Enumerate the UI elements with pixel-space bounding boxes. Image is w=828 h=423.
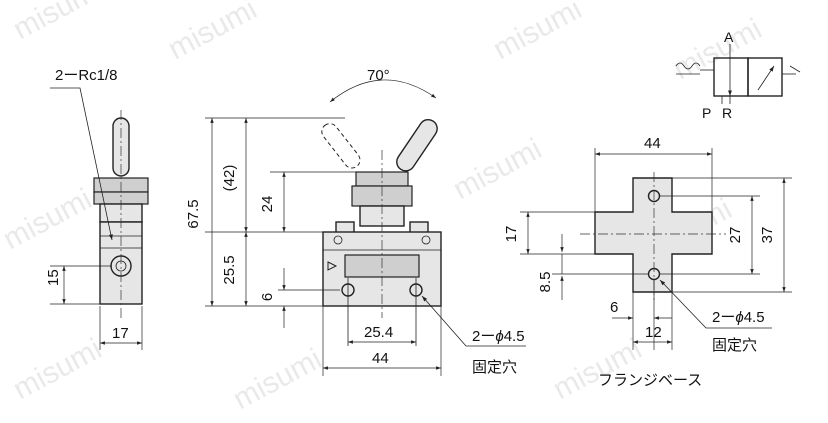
watermark-text: misumi <box>488 0 587 66</box>
dim-67-5: 67.5 <box>185 199 202 228</box>
dim-25-4: 25.4 <box>364 324 393 341</box>
port-p-label: P <box>702 105 711 121</box>
watermark-text: misumi <box>163 0 262 66</box>
watermark-text: misumi <box>8 0 107 46</box>
dim-24: 24 <box>259 196 276 213</box>
port-r-label: R <box>722 105 732 121</box>
symbol-box-right <box>747 57 783 97</box>
side-view: 2ーRc1/8 15 17 <box>45 67 149 350</box>
flange-dim-8-5: 8.5 <box>537 272 554 293</box>
flange-hole-callout: 2ーϕ4.5 <box>712 309 765 326</box>
watermark-text: misumi <box>668 12 767 86</box>
flange-dim-12: 12 <box>645 324 662 341</box>
watermark-text: misumi <box>8 332 107 406</box>
port-label: 2ーRc1/8 <box>55 67 118 84</box>
flange-dim-6: 6 <box>610 299 618 316</box>
port-a-label: A <box>724 29 734 45</box>
dim-17: 17 <box>112 325 129 342</box>
watermark-text: misumi <box>0 182 97 256</box>
watermark-text: misumi <box>548 332 647 406</box>
dim-44: 44 <box>372 350 389 367</box>
dim-6: 6 <box>259 293 276 301</box>
flange-dim-44: 44 <box>644 135 661 152</box>
valve-symbol: A P R <box>675 29 801 121</box>
flange-dim-27: 27 <box>727 227 744 244</box>
lever-alt-position <box>321 123 361 169</box>
dim-42: (42) <box>221 165 238 192</box>
dim-angle: 70° <box>367 67 390 84</box>
watermark-text: misumi <box>448 132 547 206</box>
hole-callout-jp: 固定穴 <box>472 359 517 376</box>
front-lever <box>396 118 438 172</box>
flange-hole-callout-jp: 固定穴 <box>712 337 757 354</box>
flange-caption: フランジベース <box>598 372 702 389</box>
flange-dim-37: 37 <box>759 227 776 244</box>
front-view: 70° 67.5 (42) <box>185 67 526 376</box>
flange-dim-17: 17 <box>503 226 520 243</box>
hole-callout: 2ーϕ4.5 <box>472 328 525 345</box>
dim-15: 15 <box>45 269 62 286</box>
dim-25-5: 25.5 <box>221 255 238 284</box>
watermark-text: misumi <box>228 342 327 416</box>
flange-view: 44 17 8.5 27 37 6 12 2ーϕ4.5 固定穴 フラ <box>503 135 792 389</box>
flange-cross <box>594 177 713 293</box>
